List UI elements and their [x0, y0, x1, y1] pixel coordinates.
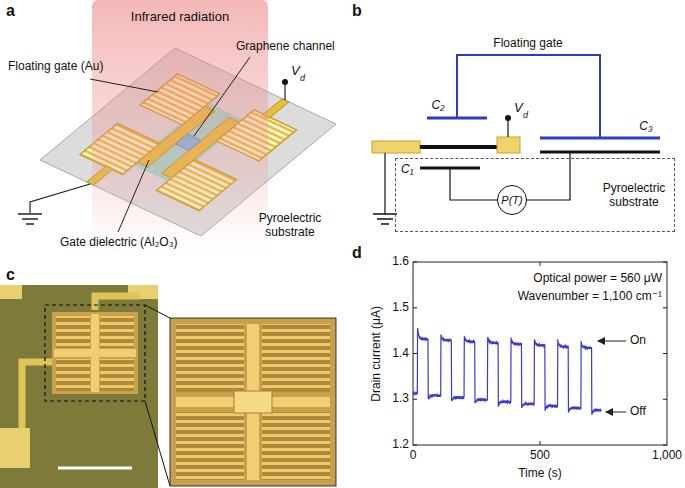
pyro-source-circle: P(T)	[497, 185, 527, 215]
capacitor-name: C₃	[639, 120, 652, 134]
state-label: Off	[630, 405, 646, 419]
axis-tick: 1.3	[392, 392, 409, 406]
state-label: On	[630, 334, 646, 348]
device-illustration-part	[30, 184, 90, 213]
micrograph-part	[100, 359, 134, 391]
micrograph-part	[52, 312, 138, 394]
circuit-schematic-part	[522, 152, 570, 200]
micrograph-part	[0, 285, 158, 488]
terminal-subscript: d	[523, 110, 528, 120]
chart-note: Optical power = 560 μW	[533, 272, 662, 286]
micrograph-part	[0, 285, 22, 299]
micrograph-part	[145, 305, 170, 318]
axis-title: Drain current (μA)	[370, 306, 384, 402]
circuit-schematic-part	[372, 141, 420, 153]
circuit-schematic-part	[507, 121, 508, 137]
terminal-name: V	[514, 101, 523, 116]
micrograph-part	[0, 428, 30, 468]
device-illustration-part	[18, 213, 42, 215]
line-chart-part	[413, 262, 667, 445]
micrograph-part	[234, 391, 272, 413]
micrograph-part	[262, 412, 330, 480]
circuit-schematic-part	[505, 115, 511, 121]
micrograph-part	[176, 324, 244, 392]
micrograph-part	[176, 412, 244, 480]
micrograph-part	[22, 362, 52, 430]
micrograph-part	[145, 401, 170, 486]
micrograph-part	[56, 359, 90, 391]
axis-tick: 1.4	[392, 347, 409, 361]
panel-letter: d	[352, 244, 362, 262]
capacitor-name: C₁	[401, 163, 413, 177]
circuit-schematic-part	[420, 145, 497, 149]
circuit-schematic-part	[540, 151, 660, 154]
callout-label: Graphene channel	[236, 40, 335, 54]
circuit-schematic-part	[450, 168, 502, 200]
panel-letter: a	[6, 2, 15, 20]
micrograph	[0, 285, 336, 488]
beam-label: Infrared radiation	[131, 10, 229, 25]
device-illustration-part	[22, 218, 38, 220]
device-illustration-part	[92, 0, 268, 255]
micrograph-part	[262, 324, 330, 392]
axis-tick: 1.2	[392, 438, 409, 452]
region-label: Pyroelectric substrate	[598, 182, 670, 210]
substrate-label: Pyroelectric substrate	[245, 212, 335, 240]
circuit-schematic-part	[381, 223, 389, 225]
device-illustration	[18, 0, 336, 255]
micrograph-part	[95, 296, 140, 310]
axis-tick: 500	[530, 449, 550, 463]
device-illustration-part	[26, 223, 34, 225]
axis-title: Time (s)	[518, 467, 562, 481]
micrograph-part	[91, 314, 99, 392]
line-chart-part	[598, 341, 626, 342]
terminal-name: V	[291, 64, 300, 79]
circuit-schematic-part	[457, 55, 600, 138]
micrograph-part	[100, 316, 134, 348]
panel-letter: b	[352, 2, 362, 20]
line-chart-part	[413, 329, 601, 415]
device-illustration-part	[284, 85, 285, 100]
capacitor-name: C₂	[431, 99, 444, 113]
circuit-schematic-part	[427, 117, 487, 120]
line-chart-part	[413, 262, 667, 445]
device-illustration-part	[194, 57, 250, 136]
circuit-schematic-part	[497, 137, 520, 153]
terminal-subscript: d	[300, 73, 305, 83]
line-chart	[413, 262, 667, 445]
axis-tick: 1,000	[652, 449, 682, 463]
device-illustration-part	[282, 79, 288, 85]
axis-tick: 1.6	[392, 255, 409, 269]
micrograph-part	[45, 305, 145, 401]
wire-label: Floating gate	[493, 37, 562, 51]
substrate-region: Pyroelectric substrate P(T)	[395, 158, 675, 232]
circuit-schematic-part	[384, 153, 385, 214]
circuit-schematic-part	[540, 137, 660, 140]
micrograph-part	[170, 318, 336, 486]
axis-tick: 0	[410, 449, 417, 463]
panel-letter: c	[6, 266, 15, 284]
circuit-schematic-part	[373, 213, 397, 215]
axis-tick: 1.5	[392, 301, 409, 315]
circuit-schematic-part	[377, 218, 393, 220]
line-chart-part	[606, 412, 626, 413]
callout-label: Floating gate (Au)	[8, 60, 103, 74]
source-symbol-text: P(T)	[501, 194, 522, 207]
micrograph-part	[58, 467, 132, 470]
device-illustration-part	[118, 160, 149, 232]
device-illustration-part	[90, 79, 158, 92]
callout-label: Gate dielectric (Al₂O₃)	[60, 236, 178, 250]
micrograph-part	[56, 316, 90, 348]
chart-note: Wavenumber = 1,100 cm⁻¹	[518, 290, 662, 304]
